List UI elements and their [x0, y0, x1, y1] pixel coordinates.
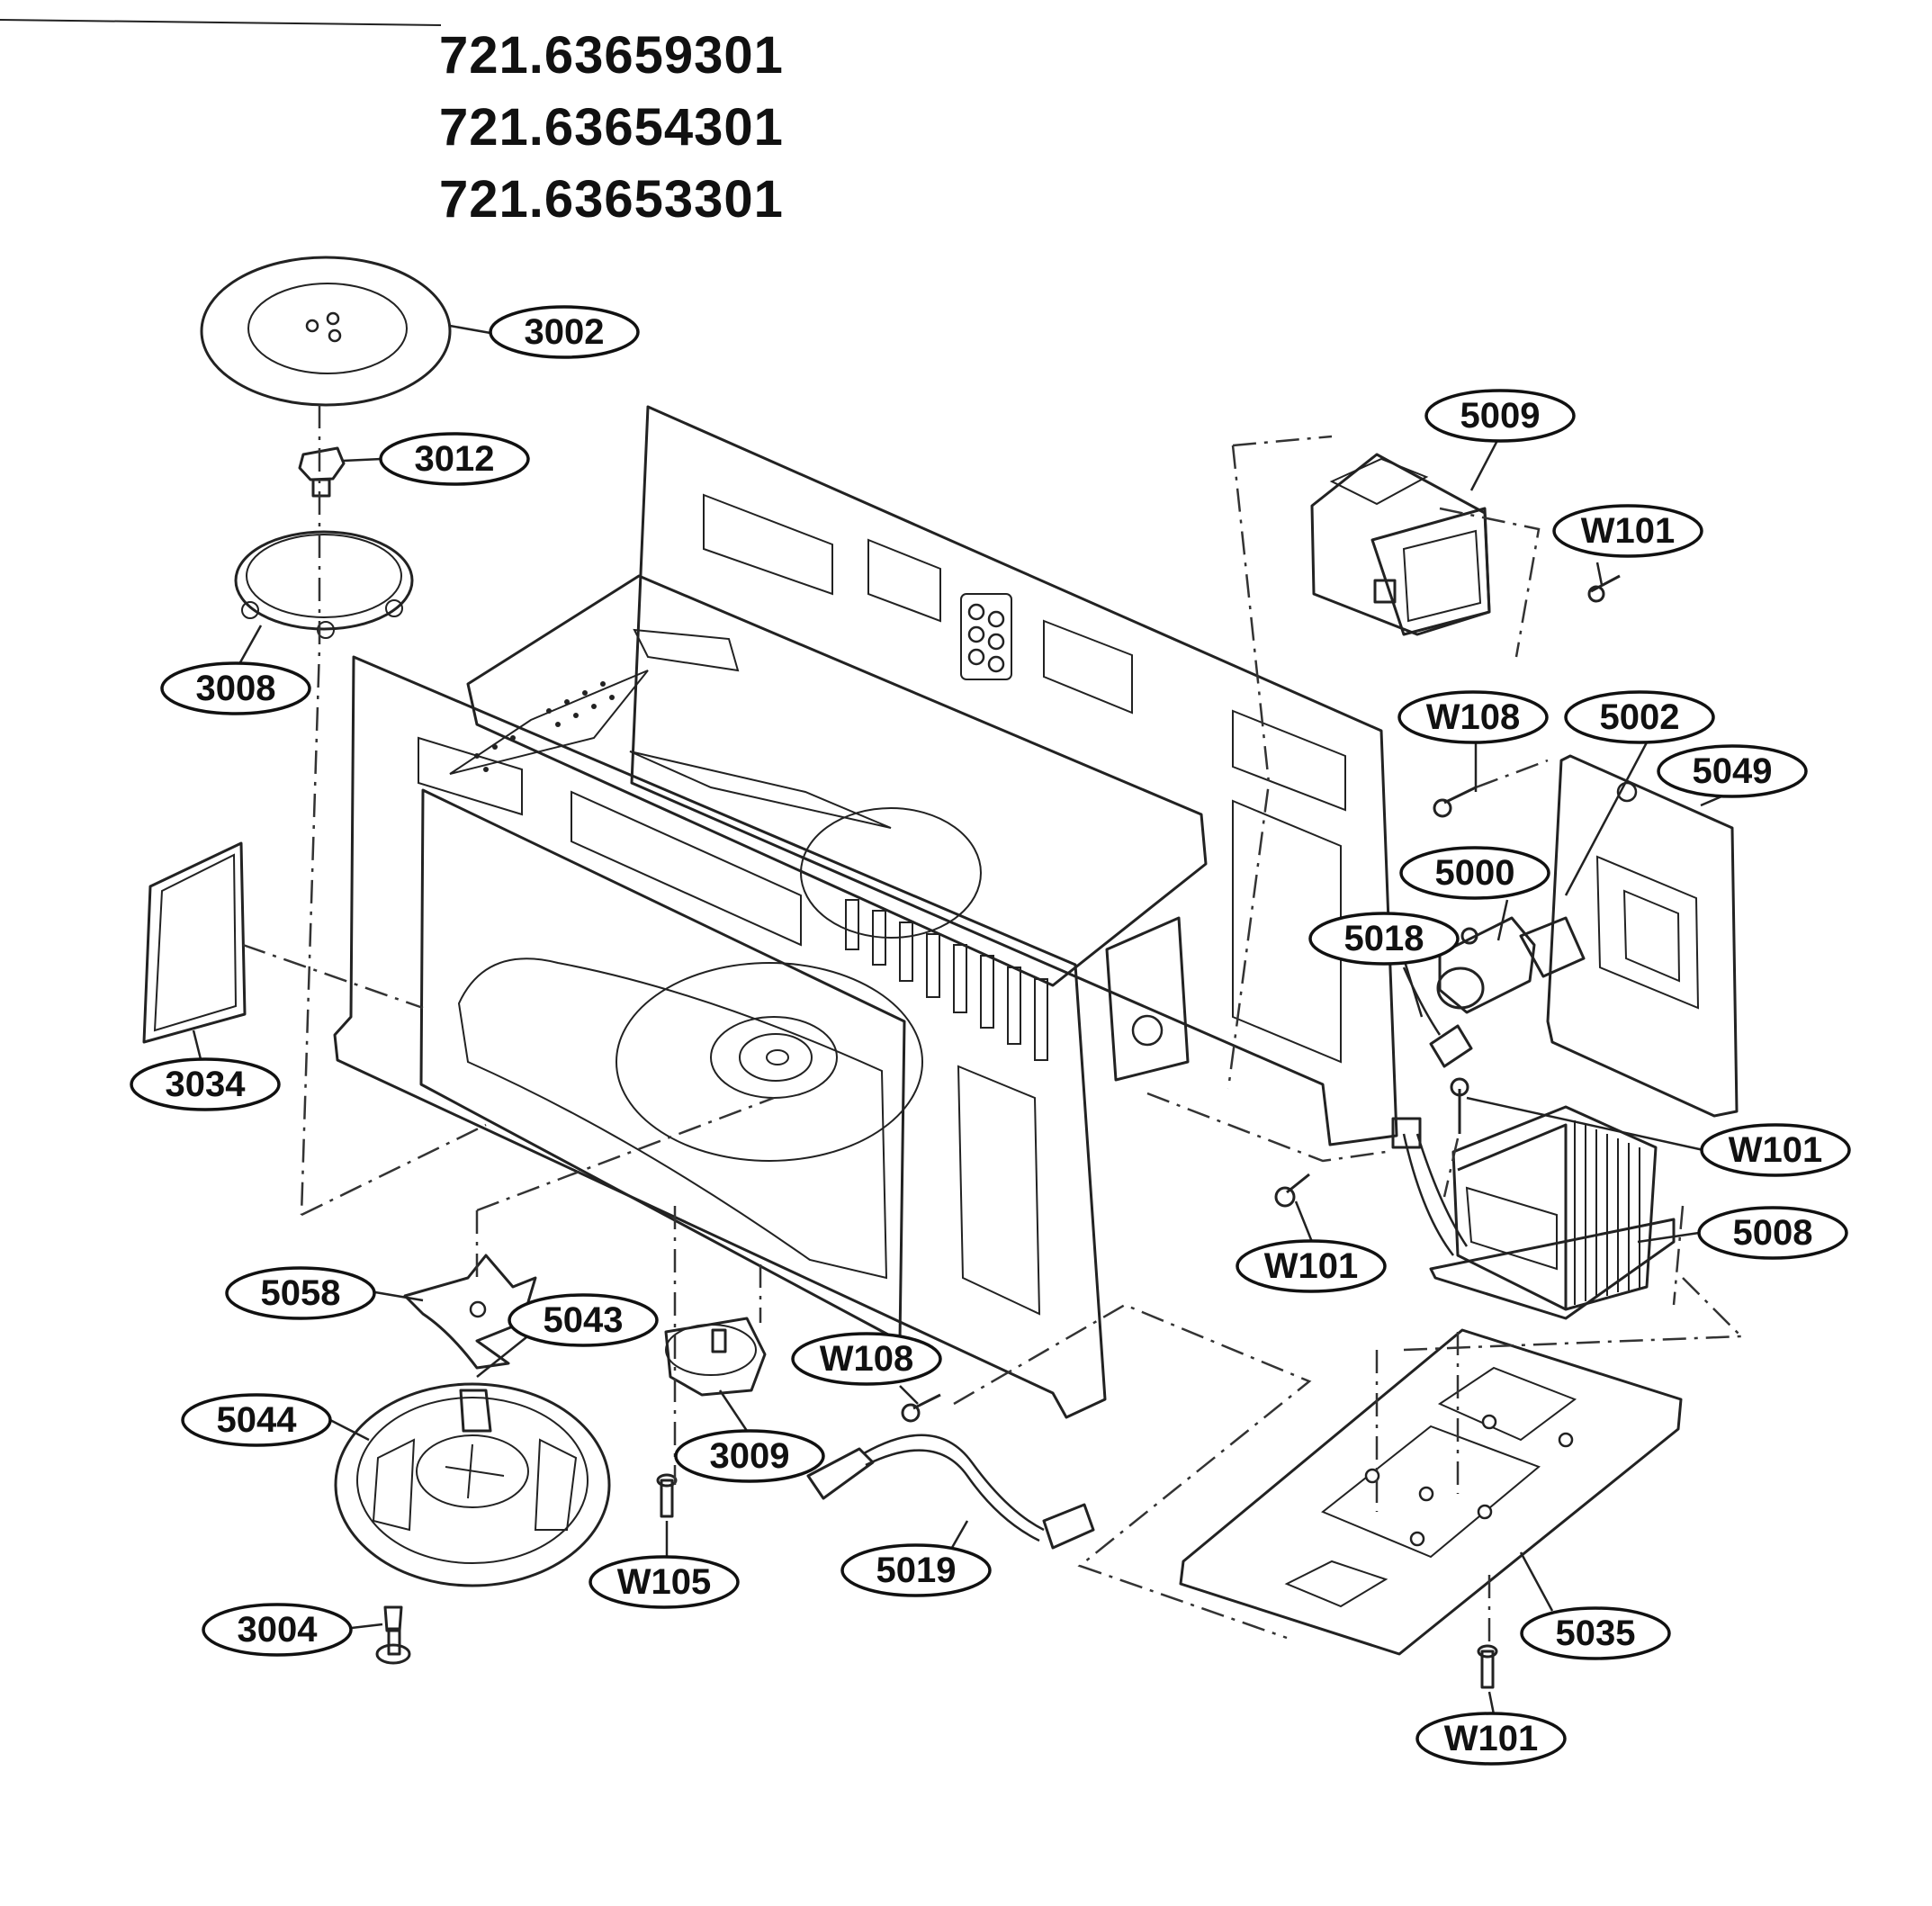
- model-number-list: 721.63659301 721.63654301 721.63653301: [439, 20, 784, 236]
- screw-w101-top: [1587, 574, 1621, 603]
- callout-3008: 3008: [160, 661, 311, 715]
- callout-w101-bottom: W101: [1415, 1712, 1567, 1766]
- callout-label: W105: [617, 1562, 712, 1602]
- callout-leaders: [192, 324, 1733, 1715]
- callout-label: 3034: [166, 1065, 247, 1104]
- callout-label: 3009: [710, 1436, 790, 1476]
- model-number: 721.63654301: [439, 98, 784, 157]
- callout-label: W108: [1426, 697, 1521, 737]
- assembly-guide-lines: [242, 405, 1742, 1647]
- callout-3009: 3009: [674, 1429, 825, 1483]
- waveguide-cover: [142, 841, 247, 1044]
- callout-3004: 3004: [202, 1603, 353, 1657]
- oven-cavity-back-panel: [630, 405, 1398, 1146]
- callout-5018: 5018: [1308, 912, 1460, 966]
- screw-w108-right: [1433, 786, 1477, 818]
- callout-label: 5044: [217, 1400, 298, 1440]
- capacitor-screw: [1460, 927, 1478, 945]
- callout-label: W101: [1729, 1130, 1823, 1170]
- callout-label: 5009: [1460, 396, 1541, 436]
- base-plate: [1179, 1328, 1683, 1656]
- oven-front-frame: [333, 655, 1190, 1419]
- callout-5019: 5019: [840, 1543, 992, 1597]
- fan-blade: [403, 1254, 537, 1370]
- magnetron: [1310, 453, 1491, 636]
- roller-ring: [234, 530, 414, 639]
- callout-label: W101: [1444, 1719, 1539, 1758]
- wire-harness: [806, 1434, 1095, 1550]
- front-frame-bracket: [1105, 916, 1190, 1082]
- callout-label: 3012: [415, 439, 495, 479]
- callout-5058: 5058: [225, 1266, 376, 1320]
- callout-label: 5019: [876, 1551, 957, 1590]
- callout-3012: 3012: [379, 432, 530, 486]
- callout-3034: 3034: [130, 1057, 281, 1111]
- header-rule: [0, 19, 442, 26]
- callout-w108-bottom: W108: [791, 1332, 942, 1386]
- callout-5002: 5002: [1564, 690, 1715, 744]
- screw-w101-mid: [1450, 1077, 1469, 1134]
- callout-5043: 5043: [508, 1293, 659, 1347]
- callout-label: 5049: [1693, 751, 1773, 791]
- callout-label: 5000: [1435, 853, 1515, 893]
- model-number: 721.63659301: [439, 26, 784, 85]
- callout-label: 5058: [261, 1273, 341, 1313]
- oven-cavity-top: [466, 574, 1208, 987]
- callout-5035: 5035: [1520, 1606, 1671, 1660]
- callout-label: 5002: [1600, 697, 1680, 737]
- callout-5008: 5008: [1697, 1206, 1848, 1260]
- callout-w101-mid: W101: [1700, 1123, 1851, 1177]
- callout-label: 5043: [544, 1300, 624, 1340]
- callout-label: W108: [820, 1339, 914, 1379]
- callout-5044: 5044: [181, 1393, 332, 1447]
- callout-5009: 5009: [1424, 389, 1576, 443]
- screw-w101-lower: [1274, 1173, 1310, 1208]
- callout-label: 3004: [238, 1610, 319, 1650]
- front-frame-vents: [845, 899, 1048, 1061]
- callout-w101-top: W101: [1552, 504, 1703, 558]
- callout-label: 5018: [1344, 919, 1424, 958]
- screw-w105: [656, 1473, 678, 1518]
- screw-w108-bottom: [901, 1393, 941, 1423]
- hv-diode: [1402, 966, 1473, 1068]
- callout-w105: W105: [589, 1555, 740, 1609]
- callout-label: 3008: [196, 669, 276, 708]
- callout-label: 5008: [1733, 1213, 1813, 1253]
- turntable-motor: [664, 1317, 767, 1397]
- glass-tray: [200, 256, 452, 407]
- fan-motor-stud: [375, 1605, 411, 1665]
- callout-w101-lower: W101: [1236, 1239, 1387, 1293]
- callout-label: W101: [1264, 1246, 1359, 1286]
- callout-w108-right: W108: [1397, 690, 1549, 744]
- callout-5049: 5049: [1657, 744, 1808, 798]
- callout-label: 3002: [525, 312, 605, 352]
- hv-capacitor: [1436, 916, 1586, 1014]
- fan-shroud: [334, 1382, 611, 1587]
- transformer-laminations: [1574, 1120, 1640, 1305]
- callout-label: 5035: [1556, 1614, 1636, 1653]
- callout-5000: 5000: [1399, 846, 1550, 900]
- callout-label: W101: [1581, 511, 1676, 551]
- coupler: [298, 446, 346, 498]
- hv-transformer: [1391, 1105, 1676, 1320]
- model-number: 721.63653301: [439, 170, 784, 229]
- callout-3002: 3002: [489, 305, 640, 359]
- capacitor-bracket: [1546, 754, 1739, 1118]
- screw-w101-bottom: [1477, 1644, 1498, 1689]
- perforated-grille: [449, 670, 649, 775]
